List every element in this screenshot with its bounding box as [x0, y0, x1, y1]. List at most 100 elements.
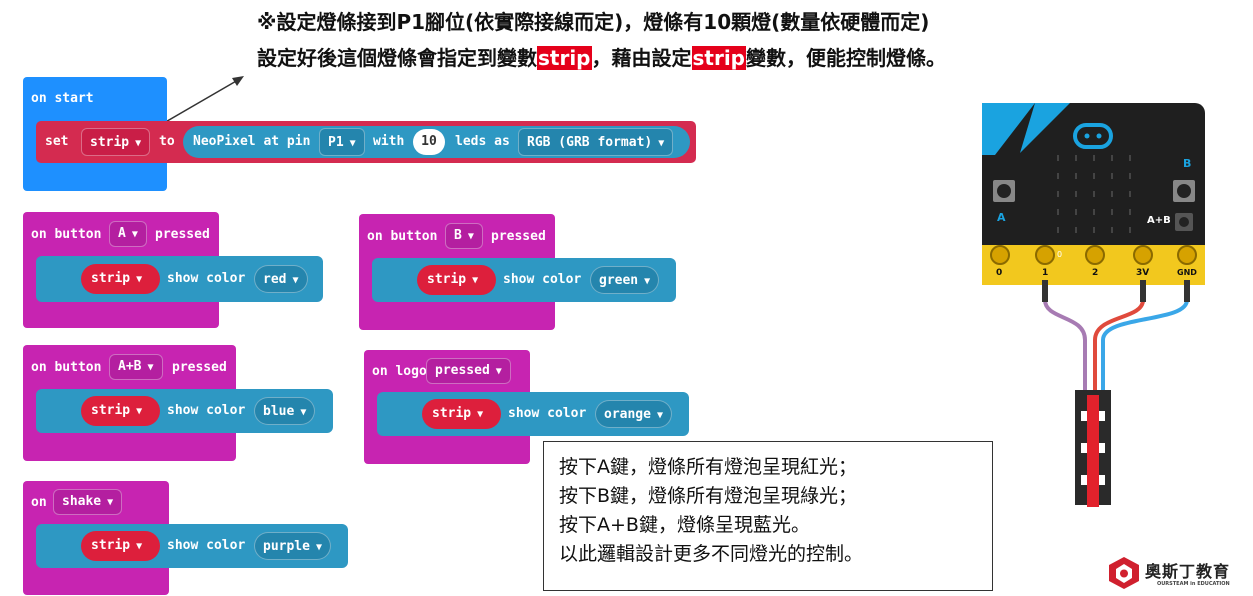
- color-value: green: [599, 273, 639, 288]
- note-line-2-c: 變數，便能控制燈條。: [746, 46, 946, 70]
- format-value: RGB (GRB format): [527, 135, 653, 150]
- chevron-down-icon: ▼: [107, 497, 114, 508]
- chevron-down-icon: ▼: [472, 275, 479, 286]
- button-b-label: B: [1183, 157, 1191, 170]
- chevron-down-icon: ▼: [467, 231, 474, 242]
- logo-tagline: OURSTEAM in EDUCATION: [1157, 581, 1230, 587]
- button-a-label: A: [997, 211, 1006, 224]
- pin-label-gnd: GND: [1177, 268, 1197, 277]
- button-key-value: A: [118, 226, 126, 241]
- on-start-label: on start: [31, 91, 94, 106]
- color-value: red: [263, 272, 287, 287]
- chevron-down-icon: ▼: [658, 138, 665, 149]
- strip-variable-pill[interactable]: strip▼: [422, 399, 501, 429]
- show-color-block-a[interactable]: strip ▼ show color red ▼: [36, 256, 323, 302]
- explanation-box: 按下A鍵，燈條所有燈泡呈現紅光； 按下B鍵，燈條所有燈泡呈現綠光； 按下A+B鍵…: [543, 441, 993, 591]
- strip-variable-pill[interactable]: strip ▼: [81, 396, 160, 426]
- button-key-dropdown[interactable]: A+B ▼: [109, 354, 163, 380]
- show-color-block-shake[interactable]: strip ▼ show color purple ▼: [36, 524, 348, 568]
- note-line-2: 設定好後這個燈條會指定到變數strip，藉由設定strip變數，便能控制燈條。: [257, 44, 946, 73]
- note-strip-highlight-2: strip: [691, 46, 746, 70]
- chevron-down-icon: ▼: [131, 229, 138, 240]
- strip-var-text: strip: [91, 271, 131, 286]
- set-label: set: [45, 134, 69, 149]
- show-color-label: show color: [503, 272, 582, 287]
- on-logo-label: on logo: [372, 364, 427, 379]
- on-button-label: on button: [31, 227, 102, 242]
- color-value: purple: [263, 539, 310, 554]
- note-line-2-b: ，藉由設定: [591, 46, 692, 70]
- logo-event-value: pressed: [435, 363, 490, 378]
- pin-label-3v: 3V: [1136, 268, 1149, 278]
- leds-count-input[interactable]: 10: [413, 129, 445, 155]
- strip-variable-pill[interactable]: strip ▼: [81, 531, 160, 561]
- strip-var-text: strip: [91, 538, 131, 553]
- chevron-down-icon: ▼: [136, 541, 143, 552]
- chevron-down-icon: ▼: [656, 410, 663, 421]
- show-color-label: show color: [167, 538, 246, 553]
- color-dropdown[interactable]: orange ▼: [595, 400, 672, 428]
- to-label: to: [159, 134, 175, 149]
- color-value: orange: [604, 407, 651, 422]
- strip-variable-pill[interactable]: strip▼: [417, 265, 496, 295]
- pin-label-1: 1: [1042, 268, 1048, 278]
- gesture-dropdown[interactable]: shake ▼: [53, 489, 123, 515]
- set-strip-block[interactable]: set strip ▼ to NeoPixel at pin P1 ▼ with 1…: [36, 121, 696, 163]
- strip-variable-value: strip: [90, 135, 130, 150]
- pin-zero-marker: 0: [1057, 250, 1062, 259]
- chevron-down-icon: ▼: [292, 275, 299, 286]
- leds-as-label: leds as: [455, 134, 510, 149]
- chevron-down-icon: ▼: [315, 542, 322, 553]
- color-dropdown[interactable]: red ▼: [254, 265, 308, 293]
- chevron-down-icon: ▼: [136, 274, 143, 285]
- explanation-line: 按下A+B鍵，燈條呈現藍光。: [559, 514, 810, 536]
- logo-event-dropdown[interactable]: pressed ▼: [426, 358, 511, 384]
- color-dropdown[interactable]: blue ▼: [254, 397, 316, 425]
- company-logo: 奧斯丁教育 OURSTEAM in EDUCATION: [1107, 556, 1249, 592]
- note-line-1: ※設定燈條接到P1腳位(依實際接線而定)，燈條有10顆燈(數量依硬體而定): [257, 10, 930, 34]
- chevron-down-icon: ▼: [495, 366, 502, 377]
- explanation-line: 以此邏輯設計更多不同燈光的控制。: [559, 543, 864, 565]
- pressed-label: pressed: [172, 360, 227, 375]
- gesture-value: shake: [62, 494, 102, 509]
- chevron-down-icon: ▼: [300, 407, 307, 418]
- button-key-dropdown[interactable]: B▼: [445, 223, 483, 249]
- chevron-down-icon: ▼: [644, 276, 651, 287]
- strip-var-text: strip: [91, 403, 131, 418]
- format-dropdown[interactable]: RGB (GRB format) ▼: [518, 128, 674, 156]
- strip-variable-dropdown[interactable]: strip ▼: [81, 128, 151, 156]
- show-color-block-logo[interactable]: strip▼ show color orange▼: [377, 392, 689, 436]
- pin-value: P1: [328, 135, 344, 150]
- on-button-label: on button: [367, 229, 438, 244]
- chevron-down-icon: ▼: [349, 138, 356, 149]
- show-color-block-ab[interactable]: strip▼ show color blue▼: [36, 389, 333, 433]
- chevron-down-icon: ▼: [477, 409, 484, 420]
- show-color-block-b[interactable]: strip▼ show color green ▼: [372, 258, 676, 302]
- button-key-value: B: [454, 228, 462, 243]
- note-line-2-a: 設定好後這個燈條會指定到變數: [257, 46, 537, 70]
- on-label: on: [31, 495, 47, 510]
- neopixel-label: NeoPixel at pin: [193, 134, 311, 149]
- logo-shield-icon: [1109, 557, 1139, 589]
- logo-name: 奧斯丁教育: [1145, 562, 1231, 581]
- pin-label-0: 0: [996, 268, 1002, 278]
- chevron-down-icon: ▼: [136, 406, 143, 417]
- pin-dropdown[interactable]: P1 ▼: [319, 128, 365, 156]
- color-dropdown[interactable]: purple ▼: [254, 532, 331, 560]
- show-color-label: show color: [167, 271, 246, 286]
- neopixel-create-block[interactable]: NeoPixel at pin P1 ▼ with 10 leds as RGB …: [183, 126, 690, 158]
- color-value: blue: [263, 404, 295, 419]
- pressed-label: pressed: [491, 229, 546, 244]
- color-dropdown[interactable]: green ▼: [590, 266, 660, 294]
- strip-variable-pill[interactable]: strip ▼: [81, 264, 160, 294]
- explanation-line: 按下B鍵，燈條所有燈泡呈現綠光；: [559, 485, 858, 507]
- pressed-label: pressed: [155, 227, 210, 242]
- button-key-value: A+B: [118, 359, 142, 374]
- chevron-down-icon: ▼: [135, 138, 142, 149]
- microbit-board: A B A+B 0 0 1 2 3V GND: [982, 103, 1205, 302]
- microbit-wiring-diagram: A B A+B 0 0 1 2 3V GND: [982, 103, 1205, 507]
- button-key-dropdown[interactable]: A▼: [109, 221, 147, 247]
- led-strip: [1075, 390, 1111, 507]
- with-label: with: [373, 134, 405, 149]
- chevron-down-icon: ▼: [147, 362, 154, 373]
